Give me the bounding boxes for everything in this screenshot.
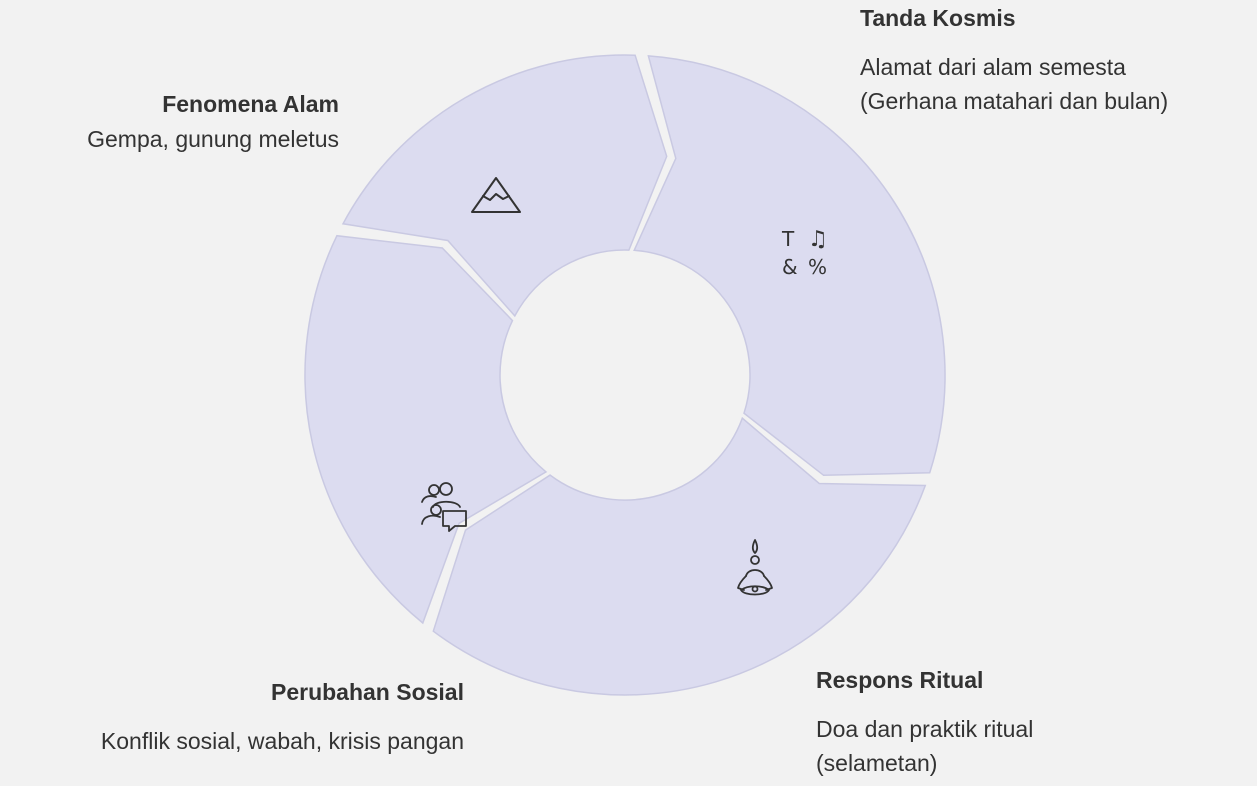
cycle-segments <box>304 54 946 696</box>
mountain-icon <box>471 177 521 213</box>
label-description: Gempa, gunung meletus <box>87 126 339 153</box>
label-description: Konflik sosial, wabah, krisis pangan <box>100 728 464 755</box>
symbols-icon: T ♫ & % <box>781 227 828 279</box>
svg-text:%: % <box>808 255 827 279</box>
label-title: Fenomena Alam <box>162 91 339 117</box>
svg-text:♫: ♫ <box>808 227 828 252</box>
label-tanda-kosmis: Tanda Kosmis Alamat dari alam semesta (G… <box>860 2 1168 118</box>
label-description: Alamat dari alam semesta (Gerhana mataha… <box>860 54 1169 114</box>
segment-respons-ritual <box>432 416 927 696</box>
segment-tanda-kosmis <box>633 55 946 477</box>
svg-text:&: & <box>782 255 798 279</box>
segment-fenomena-alam <box>341 54 668 318</box>
label-title: Tanda Kosmis <box>860 5 1016 31</box>
label-respons-ritual: Respons Ritual Doa dan praktik ritual (s… <box>816 664 1033 780</box>
segment-perubahan-sosial <box>304 234 548 625</box>
people-chat-icon <box>421 482 467 532</box>
label-title: Perubahan Sosial <box>270 679 464 705</box>
label-perubahan-sosial: Perubahan Sosial Konflik sosial, wabah, … <box>101 676 464 759</box>
label-title: Respons Ritual <box>816 667 984 693</box>
meditation-icon <box>737 539 773 596</box>
svg-text:T: T <box>781 227 795 251</box>
label-fenomena-alam: Fenomena Alam Gempa, gunung meletus <box>87 88 339 157</box>
label-description: Doa dan praktik ritual (selametan) <box>816 716 1034 776</box>
